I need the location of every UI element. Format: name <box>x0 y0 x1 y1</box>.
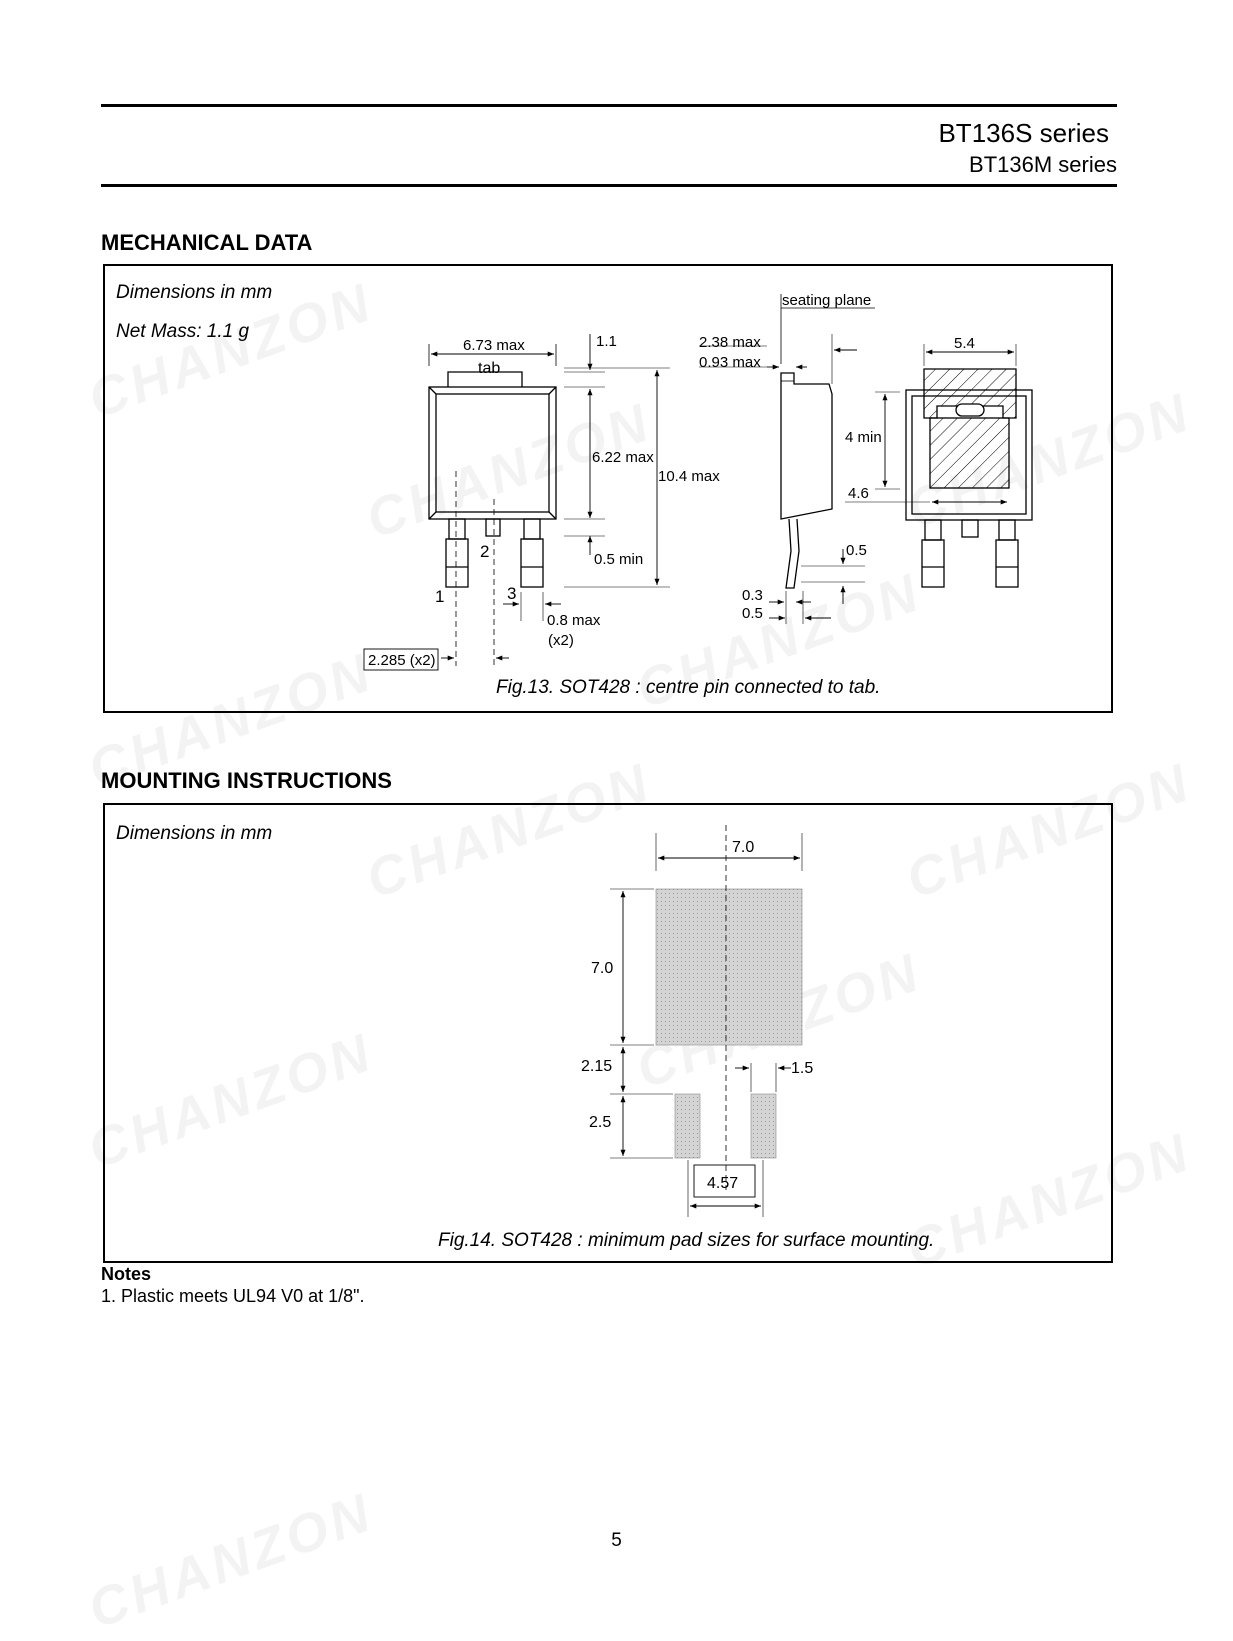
pad-layout-drawing: 7.0 7.0 2.15 1.5 2.5 4.57 <box>581 825 813 1217</box>
tab-pad <box>655 888 803 1046</box>
net-mass-note: Net Mass: 1.1 g <box>116 321 250 342</box>
watermark: CHANZON <box>80 1481 382 1641</box>
dim-1.1-label: 1.1 <box>596 333 617 350</box>
dim-4-min-label: 4 min <box>845 429 882 446</box>
tab-label: tab <box>478 360 500 377</box>
seating-plane-label: seating plane <box>782 292 871 309</box>
dim-4.6-label: 4.6 <box>848 485 869 502</box>
header-series-1: BT136S series <box>938 118 1109 148</box>
pin-3-label: 3 <box>507 584 516 603</box>
page-number: 5 <box>611 1530 622 1551</box>
lead-pad-1 <box>674 1093 701 1159</box>
figure-14-caption: Fig.14. SOT428 : minimum pad sizes for s… <box>438 1230 935 1251</box>
lead-pad-2 <box>750 1093 777 1159</box>
section-heading-mounting: MOUNTING INSTRUCTIONS <box>101 768 392 793</box>
dim-x2-label: (x2) <box>548 632 574 649</box>
figure-13-caption: Fig.13. SOT428 : centre pin connected to… <box>496 677 881 698</box>
section-heading-mechanical: MECHANICAL DATA <box>101 230 313 255</box>
dim-0.5-min-label: 0.5 min <box>594 551 643 568</box>
sot428-package-drawing: 6.73 max tab 1.1 6.22 max 10.4 max 0.5 m… <box>363 292 1033 671</box>
dim-2.285-label: 2.285 (x2) <box>368 652 436 669</box>
header-series-2: BT136M series <box>969 152 1117 177</box>
rear-view <box>845 344 1033 588</box>
mechanical-figure-box: Dimensions in mm Net Mass: 1.1 g <box>103 264 1113 713</box>
pin-1-label: 1 <box>435 587 444 606</box>
pad-gap-label: 2.15 <box>581 1058 612 1075</box>
dim-6.22-label: 6.22 max <box>592 449 654 466</box>
header-bottom-rule <box>101 184 1117 187</box>
pin-2-label: 2 <box>480 542 489 561</box>
side-view <box>699 294 875 624</box>
dim-0.8-label: 0.8 max <box>547 612 601 629</box>
front-view <box>363 334 670 671</box>
dim-0.5-lead-label: 0.5 <box>846 542 867 559</box>
lead-pitch-label: 4.57 <box>707 1175 738 1192</box>
lead-pad-width-label: 1.5 <box>791 1060 813 1077</box>
dim-0.5b-label: 0.5 <box>742 605 763 622</box>
notes-heading: Notes <box>101 1264 152 1284</box>
pad-height-label: 7.0 <box>591 960 613 977</box>
dim-5.4-label: 5.4 <box>954 335 975 352</box>
dimensions-note: Dimensions in mm <box>116 282 273 303</box>
dim-6.73-label: 6.73 max <box>463 337 525 354</box>
dim-0.3-label: 0.3 <box>742 587 763 604</box>
header-top-rule <box>101 104 1117 107</box>
dim-0.93-label: 0.93 max <box>699 354 761 371</box>
mounting-figure-box: Dimensions in mm <box>103 803 1113 1263</box>
pad-width-label: 7.0 <box>732 839 754 856</box>
dim-10.4-label: 10.4 max <box>658 468 720 485</box>
dim-2.38-label: 2.38 max <box>699 334 761 351</box>
dimensions-note: Dimensions in mm <box>116 823 273 844</box>
note-item-1: 1. Plastic meets UL94 V0 at 1/8". <box>101 1286 365 1306</box>
lead-pad-height-label: 2.5 <box>589 1114 611 1131</box>
